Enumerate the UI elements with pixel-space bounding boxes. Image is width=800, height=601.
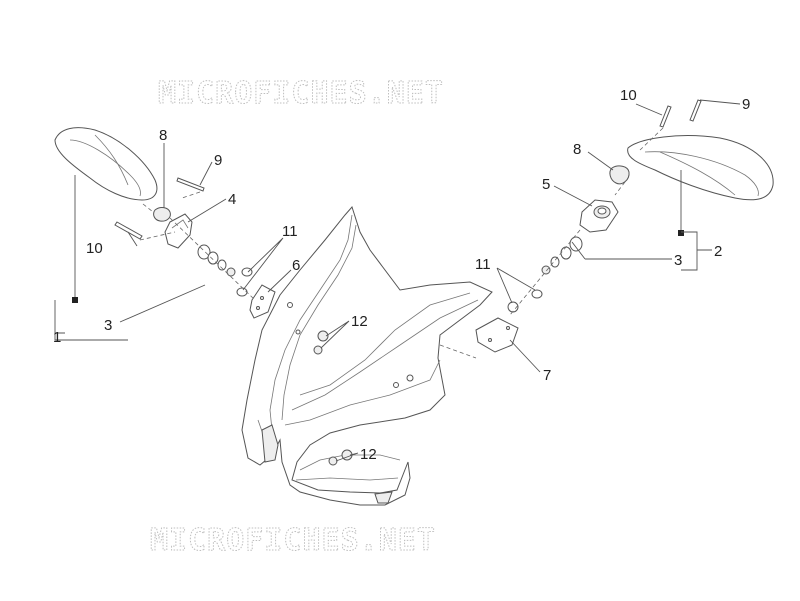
callout-3-right: 3	[674, 252, 682, 269]
callout-11-right: 11	[475, 256, 491, 273]
callout-8-right: 8	[573, 141, 581, 158]
left-gasket	[249, 284, 276, 319]
callout-3-left: 3	[104, 317, 112, 334]
callout-1: 1	[53, 329, 61, 346]
left-mirror-stem-cap	[153, 207, 171, 222]
callout-5: 5	[542, 176, 550, 193]
right-gasket	[475, 317, 519, 353]
right-mirror	[627, 135, 774, 201]
left-mirror	[54, 127, 158, 201]
callout-10-right: 10	[620, 87, 637, 104]
left-screws	[114, 177, 205, 240]
left-mirror-base	[164, 213, 193, 249]
callout-9-left: 9	[214, 152, 222, 169]
callout-2: 2	[714, 243, 722, 260]
front-fairing	[241, 206, 493, 506]
callout-12-top: 12	[351, 313, 368, 330]
callout-8-left: 8	[159, 127, 167, 144]
leader-lines	[54, 99, 741, 462]
callout-11-left: 11	[282, 223, 298, 240]
callout-9-right: 9	[742, 96, 750, 113]
callout-7: 7	[543, 367, 551, 384]
callout-10-left: 10	[86, 240, 103, 257]
watermark-top: MICROFICHES.NET	[158, 76, 444, 111]
fairing-nuts	[313, 330, 353, 466]
right-screws	[659, 99, 702, 128]
callout-4: 4	[228, 191, 236, 208]
callout-6: 6	[292, 257, 300, 274]
watermark-bottom: MICROFICHES.NET	[150, 523, 436, 558]
callout-12-bottom: 12	[360, 446, 377, 463]
right-mirror-stem-cap	[609, 165, 630, 185]
callout-labels: 1 2 3 3 4 5 6 7 8 8 9 9 10 10 11 11 12 1…	[53, 87, 750, 463]
right-washers	[507, 236, 583, 313]
